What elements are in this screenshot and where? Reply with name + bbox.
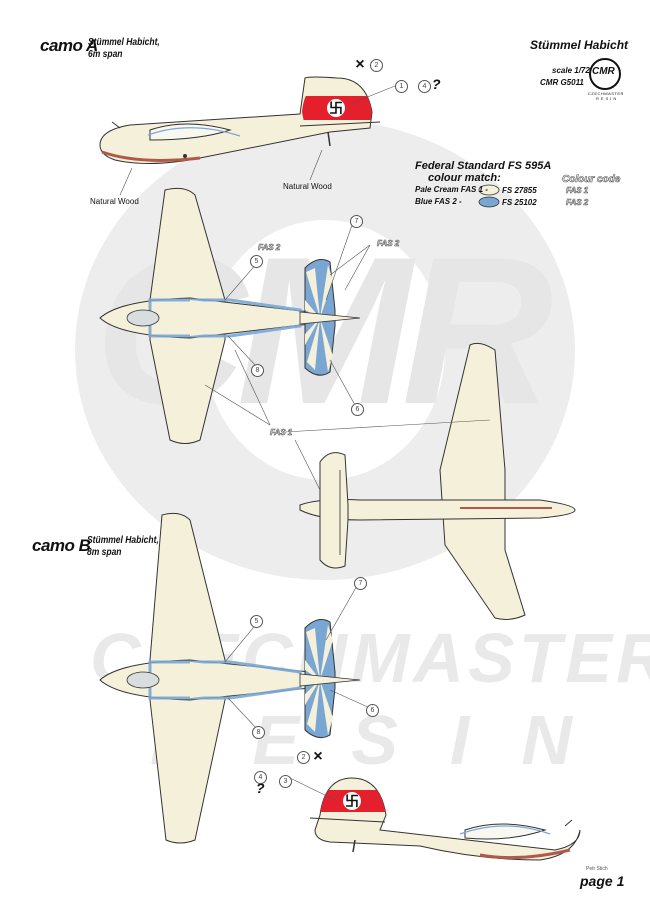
natural-wood-label-2: Natural Wood [283, 182, 332, 191]
callout-5-b: 5 [250, 615, 263, 628]
legend-row-2-code: FAS 2 [566, 198, 589, 208]
legend-row-1-name: Pale Cream FAS 1 - [415, 185, 488, 194]
callout-4-top: 4 [418, 80, 431, 93]
callout-5-a: 5 [250, 255, 263, 268]
top-view-camo-a [99, 187, 361, 444]
product-code: CMR G5011 [540, 78, 584, 87]
fas2-label-b: FAS 2 [377, 239, 400, 249]
question-mark-bottom: ? [256, 780, 265, 796]
top-view-camo-b [99, 512, 361, 844]
leader-lines [204, 224, 491, 801]
callout-2-top: 2 [370, 59, 383, 72]
page-number: page 1 [580, 873, 625, 889]
legend-row-2-name: Blue FAS 2 - [415, 197, 462, 206]
cross-mark-bottom: × [313, 748, 323, 765]
cmr-logo [589, 58, 621, 90]
camo-a-title: camo A [40, 36, 98, 55]
callout-6-a: 6 [351, 403, 364, 416]
legend-row-2-fs: FS 25102 [502, 198, 537, 207]
question-mark-top: ? [432, 76, 441, 92]
fas1-label: FAS 1 [270, 428, 293, 438]
callout-3: 3 [279, 775, 292, 788]
callout-7-b: 7 [354, 577, 367, 590]
camo-b-title: camo B [32, 536, 91, 555]
cross-mark-top: × [355, 56, 365, 73]
legend-title-2: colour match: [428, 172, 501, 184]
callout-4-bottom: 4 [254, 771, 267, 784]
side-view-camo-a: 卐 [99, 76, 396, 196]
logo-sub-1: CZECHMASTER [588, 91, 624, 96]
legend-row-1-code: FAS 1 [566, 186, 589, 196]
bottom-view [299, 342, 576, 620]
callout-6-b: 6 [366, 704, 379, 717]
swatch-blue [478, 196, 500, 208]
callout-1: 1 [395, 80, 408, 93]
logo-letters: CMR [592, 66, 615, 77]
legend-title-1: Federal Standard FS 595A [415, 160, 552, 172]
callout-2-bottom: 2 [297, 751, 310, 764]
camo-a-subtitle-2: 6m span [88, 49, 123, 60]
camo-b-subtitle-1: Stümmel Habicht, [87, 535, 159, 546]
callout-8-b: 8 [252, 726, 265, 739]
side-view-camo-b: 卐 [309, 777, 581, 861]
camo-a-subtitle-1: Stümmel Habicht, [88, 37, 160, 48]
legend-row-1-fs: FS 27855 [502, 186, 537, 195]
logo-sub-2: RESIN [596, 96, 619, 101]
callout-7-a: 7 [350, 215, 363, 228]
natural-wood-label-1: Natural Wood [90, 197, 139, 206]
colour-code-title: Colour code [562, 174, 621, 186]
camo-b-subtitle-2: 8m span [87, 547, 122, 558]
svg-text:卐: 卐 [329, 100, 343, 116]
fas2-label-a: FAS 2 [258, 243, 281, 253]
product-name: Stümmel Habicht [530, 38, 629, 52]
credit: Petr Stich [586, 866, 608, 872]
swatch-pale-cream [478, 184, 500, 196]
svg-text:卐: 卐 [345, 793, 359, 809]
callout-8-a: 8 [251, 364, 264, 377]
scale-label: scale 1/72 [552, 66, 590, 75]
